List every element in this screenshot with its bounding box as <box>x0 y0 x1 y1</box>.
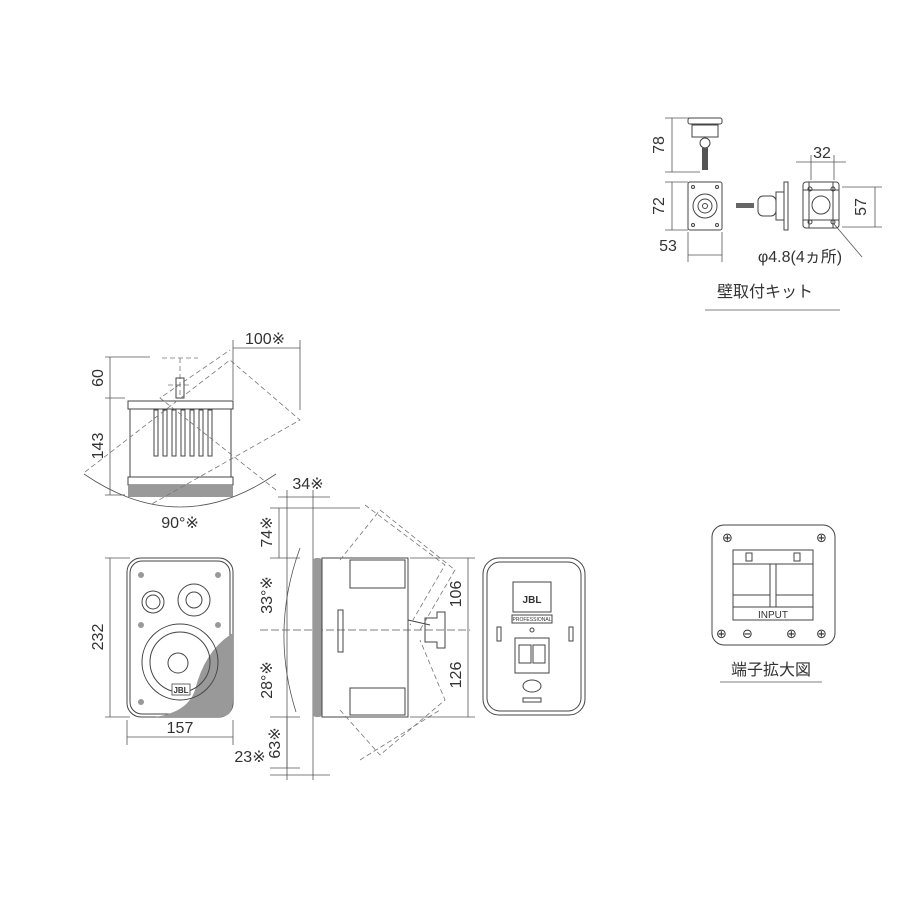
dim-143: 143 <box>90 433 107 460</box>
terminal-caption: 端子拡大図 <box>731 661 811 679</box>
angle-90: 90°※ <box>161 515 199 532</box>
dim-63: 63※ <box>267 727 284 758</box>
back-brand-sub: PROFESSIONAL <box>513 617 552 623</box>
terminal-screw-plus: ⊕ <box>816 530 827 545</box>
terminal-screw-plus: ⊕ <box>716 626 727 641</box>
dim-57: 57 <box>853 198 870 216</box>
terminal-minus: ⊖ <box>742 626 753 641</box>
front-view: 232 JBL 157 <box>90 557 234 745</box>
angle-33: 33°※ <box>259 576 276 614</box>
vent-slots <box>153 409 213 457</box>
dim-157: 157 <box>167 720 194 737</box>
terminal-screw-plus: ⊕ <box>816 626 827 641</box>
back-view: JBL PROFESSIONAL <box>482 557 586 716</box>
terminal-plus: ⊕ <box>786 626 797 641</box>
dim-53: 53 <box>659 238 677 255</box>
side-view: 34※ 74※ 33°※ 28°※ 63※ 23※ 106 126 <box>234 476 475 780</box>
dim-78: 78 <box>651 136 668 154</box>
terminal-detail: ⊕ ⊕ INPUT ⊕ ⊖ ⊕ ⊕ 端子拡大図 <box>711 524 836 683</box>
mount-knob-bolt <box>736 181 789 231</box>
dim-106: 106 <box>448 581 465 608</box>
dim-34: 34※ <box>292 476 323 493</box>
dim-74: 74※ <box>259 516 276 547</box>
dim-126: 126 <box>448 662 465 689</box>
back-logo: JBL <box>523 595 542 606</box>
mount-plate-front <box>687 181 723 231</box>
terminal-input-label: INPUT <box>758 610 788 621</box>
wall-kit-caption: 壁取付キット <box>717 282 813 301</box>
top-view: 60 143 100※ 90°※ <box>83 331 301 532</box>
mount-side-view <box>687 117 723 170</box>
angle-28: 28°※ <box>259 661 276 699</box>
front-logo: JBL <box>173 686 188 695</box>
mount-plate-back <box>802 181 840 229</box>
terminal-screw-plus: ⊕ <box>722 530 733 545</box>
dim-32: 32 <box>813 145 831 162</box>
hole-note: φ4.8(4ヵ所) <box>758 248 842 266</box>
dim-232: 232 <box>90 624 107 651</box>
dim-72: 72 <box>651 197 668 215</box>
wall-mount-kit: 78 72 53 32 <box>651 117 882 311</box>
dim-23: 23※ <box>234 749 265 766</box>
dim-100: 100※ <box>245 331 285 348</box>
dim-60: 60 <box>90 369 107 387</box>
